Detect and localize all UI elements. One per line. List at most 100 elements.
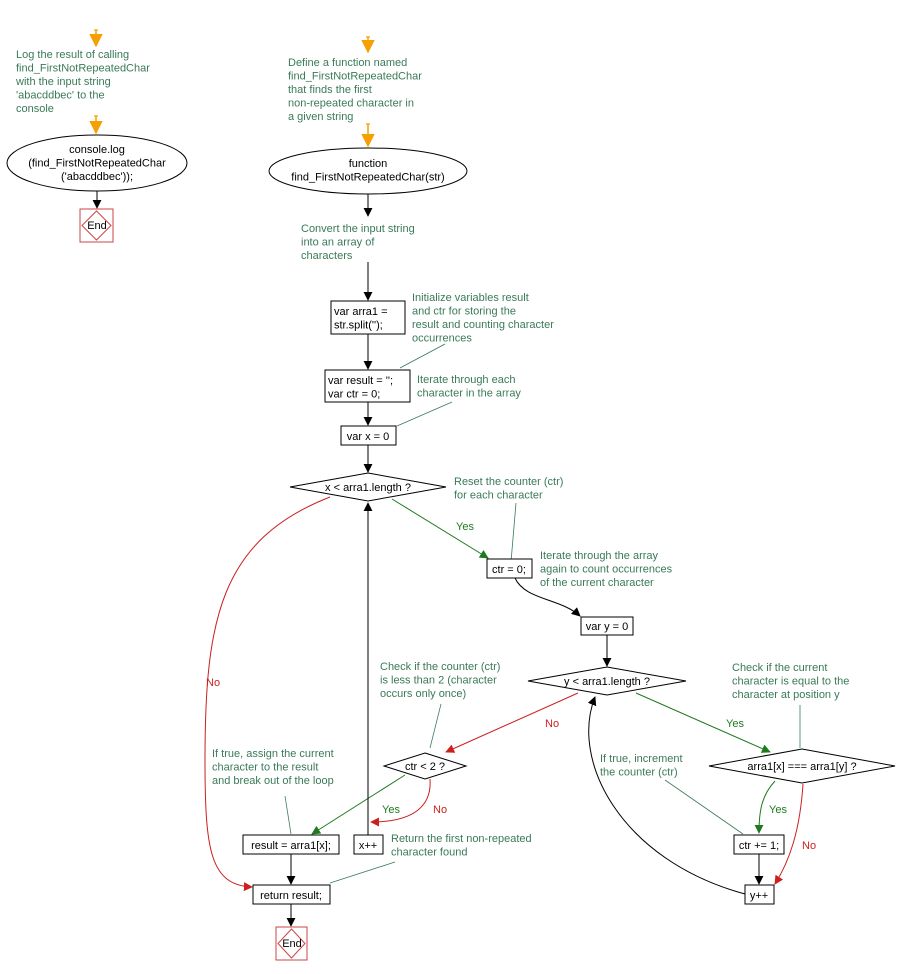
- comment-assign-break: If true, assign the current character to …: [212, 748, 334, 787]
- ctr-less-no-label: No: [433, 804, 447, 816]
- ctr-less-yes-label: Yes: [382, 804, 400, 816]
- x-yes-label: Yes: [456, 521, 474, 533]
- ctr-zero-node[interactable]: ctr = 0;: [486, 558, 533, 579]
- arra1-text-line: var arra1 =: [334, 306, 388, 318]
- comment-return-first-line: Return the first non-repeated: [391, 833, 532, 845]
- comment-define-function-line: Define a function named: [288, 57, 407, 69]
- comment-assign-break-line: and break out of the loop: [212, 775, 334, 787]
- ctr-less-node[interactable]: ctr < 2 ?: [382, 752, 468, 780]
- comment-reset-counter-line: for each character: [454, 490, 543, 502]
- ctr-zero-text: ctr = 0;: [492, 564, 526, 576]
- result-ctr-text: var result = ''; var ctr = 0;: [328, 375, 393, 401]
- result-ctr-node[interactable]: var result = ''; var ctr = 0;: [324, 369, 411, 403]
- return-result-text: return result;: [260, 890, 322, 902]
- comment-convert-string-line: into an array of: [301, 237, 375, 249]
- comment-reset-counter: Reset the counter (ctr)for each characte…: [454, 476, 563, 502]
- function-def-text-line: function: [349, 158, 388, 170]
- comment-iterate-again-line: again to count occurrences: [540, 564, 673, 576]
- comment-convert-string-line: Convert the input string: [301, 223, 415, 235]
- comment-increment-line: the counter (ctr): [600, 767, 678, 779]
- x-condition-node[interactable]: x < arra1.length ?: [289, 472, 447, 502]
- x-inc-node[interactable]: x++: [353, 834, 384, 855]
- console-log-text-line: console.log: [69, 144, 125, 156]
- comment-log-result-line: find_FirstNotRepeatedChar: [16, 63, 150, 75]
- comment-define-function-line: that finds the first: [288, 84, 372, 96]
- console-log-node[interactable]: console.log (find_FirstNotRepeatedChar('a…: [6, 134, 188, 192]
- end-node-top: End: [79, 208, 114, 243]
- comment-convert-string-line: characters: [301, 250, 353, 262]
- x-inc-text: x++: [359, 840, 377, 852]
- x-condition-text: x < arra1.length ?: [325, 482, 411, 494]
- comment-log-result-line: with the input string: [15, 76, 111, 88]
- comment-define-function: Define a function named find_FirstNotRepe…: [288, 57, 422, 123]
- var-x-text: var x = 0: [347, 431, 390, 443]
- comment-iterate-again-line: of the current character: [540, 577, 654, 589]
- comment-return-first-line: character found: [391, 847, 467, 859]
- comment-check-equal-line: Check if the current: [732, 662, 827, 674]
- y-inc-node[interactable]: y++: [744, 884, 775, 905]
- comment-check-equal: Check if the current character is equal t…: [732, 662, 849, 701]
- comment-assign-break-line: If true, assign the current: [212, 748, 334, 760]
- comment-log-result-line: Log the result of calling: [16, 49, 129, 61]
- end-top-text: End: [87, 220, 107, 232]
- comment-init-vars-line: occurrences: [412, 333, 472, 345]
- start-arrow-left: [89, 29, 103, 48]
- comment-iterate-each-line: Iterate through each: [417, 374, 515, 386]
- comment-check-less-two-line: Check if the counter (ctr): [380, 661, 500, 673]
- comment-check-equal-line: character at position y: [732, 689, 840, 701]
- eq-yes-label: Yes: [769, 804, 787, 816]
- comment-check-equal-line: character is equal to the: [732, 676, 849, 688]
- result-ctr-text-line: var ctr = 0;: [328, 389, 380, 401]
- arra1-text: var arra1 = str.split('');: [334, 306, 388, 332]
- comment-increment-line: If true, increment: [600, 753, 683, 765]
- comment-log-result-line: console: [16, 103, 54, 115]
- y-inc-text: y++: [750, 890, 768, 902]
- end-node-bottom: End: [275, 926, 308, 961]
- eq-condition-node[interactable]: arra1[x] === arra1[y] ?: [708, 748, 896, 784]
- console-log-text-line: (find_FirstNotRepeatedChar: [28, 158, 166, 170]
- y-no-label: No: [545, 718, 559, 730]
- ctr-inc-text: ctr += 1;: [739, 840, 779, 852]
- comment-define-function-line: non-repeated character in: [288, 98, 414, 110]
- comment-check-less-two-line: is less than 2 (character: [380, 675, 497, 687]
- var-x-node[interactable]: var x = 0: [340, 425, 397, 446]
- arra1-text-line: str.split('');: [334, 320, 383, 332]
- comment-define-function-line: find_FirstNotRepeatedChar: [288, 71, 422, 83]
- result-ctr-text-line: var result = '';: [328, 375, 393, 387]
- y-condition-node[interactable]: y < arra1.length ?: [527, 666, 687, 696]
- comment-increment: If true, increment the counter (ctr): [600, 753, 683, 779]
- comment-define-function-line: a given string: [288, 111, 353, 123]
- result-assign-node[interactable]: result = arra1[x];: [242, 834, 340, 855]
- comment-init-vars-line: Initialize variables result: [412, 292, 529, 304]
- comment-assign-break-line: character to the result: [212, 762, 318, 774]
- comment-return-first: Return the first non-repeated character f…: [391, 833, 532, 859]
- y-condition-text: y < arra1.length ?: [564, 676, 650, 688]
- comment-check-less-two-line: occurs only once): [380, 688, 466, 700]
- comment-log-result: Log the result of calling find_FirstNotRe…: [15, 49, 150, 115]
- ctr-less-text: ctr < 2 ?: [405, 761, 445, 773]
- start-arrow-main: [361, 36, 375, 54]
- end-bottom-text: End: [282, 938, 302, 950]
- comment-convert-string: Convert the input string into an array of…: [301, 223, 415, 262]
- ctr-inc-node[interactable]: ctr += 1;: [733, 834, 785, 855]
- eq-condition-text: arra1[x] === arra1[y] ?: [747, 761, 856, 773]
- comment-log-result-line: 'abacddbec' to the: [16, 90, 105, 102]
- comment-check-less-two: Check if the counter (ctr) is less than 2…: [380, 661, 500, 700]
- var-y-node[interactable]: var y = 0: [580, 616, 634, 636]
- y-yes-label: Yes: [726, 718, 744, 730]
- console-log-text-line: ('abacddbec'));: [61, 171, 133, 183]
- arra1-node[interactable]: var arra1 = str.split('');: [330, 300, 406, 335]
- return-result-node[interactable]: return result;: [252, 884, 331, 905]
- eq-no-label: No: [802, 840, 816, 852]
- console-log-text: console.log (find_FirstNotRepeatedChar('a…: [28, 144, 166, 183]
- x-no-label: No: [206, 677, 220, 689]
- var-y-text: var y = 0: [586, 621, 629, 633]
- comment-init-vars-line: result and counting character: [412, 319, 554, 331]
- start-arrow-left-2: [89, 115, 103, 135]
